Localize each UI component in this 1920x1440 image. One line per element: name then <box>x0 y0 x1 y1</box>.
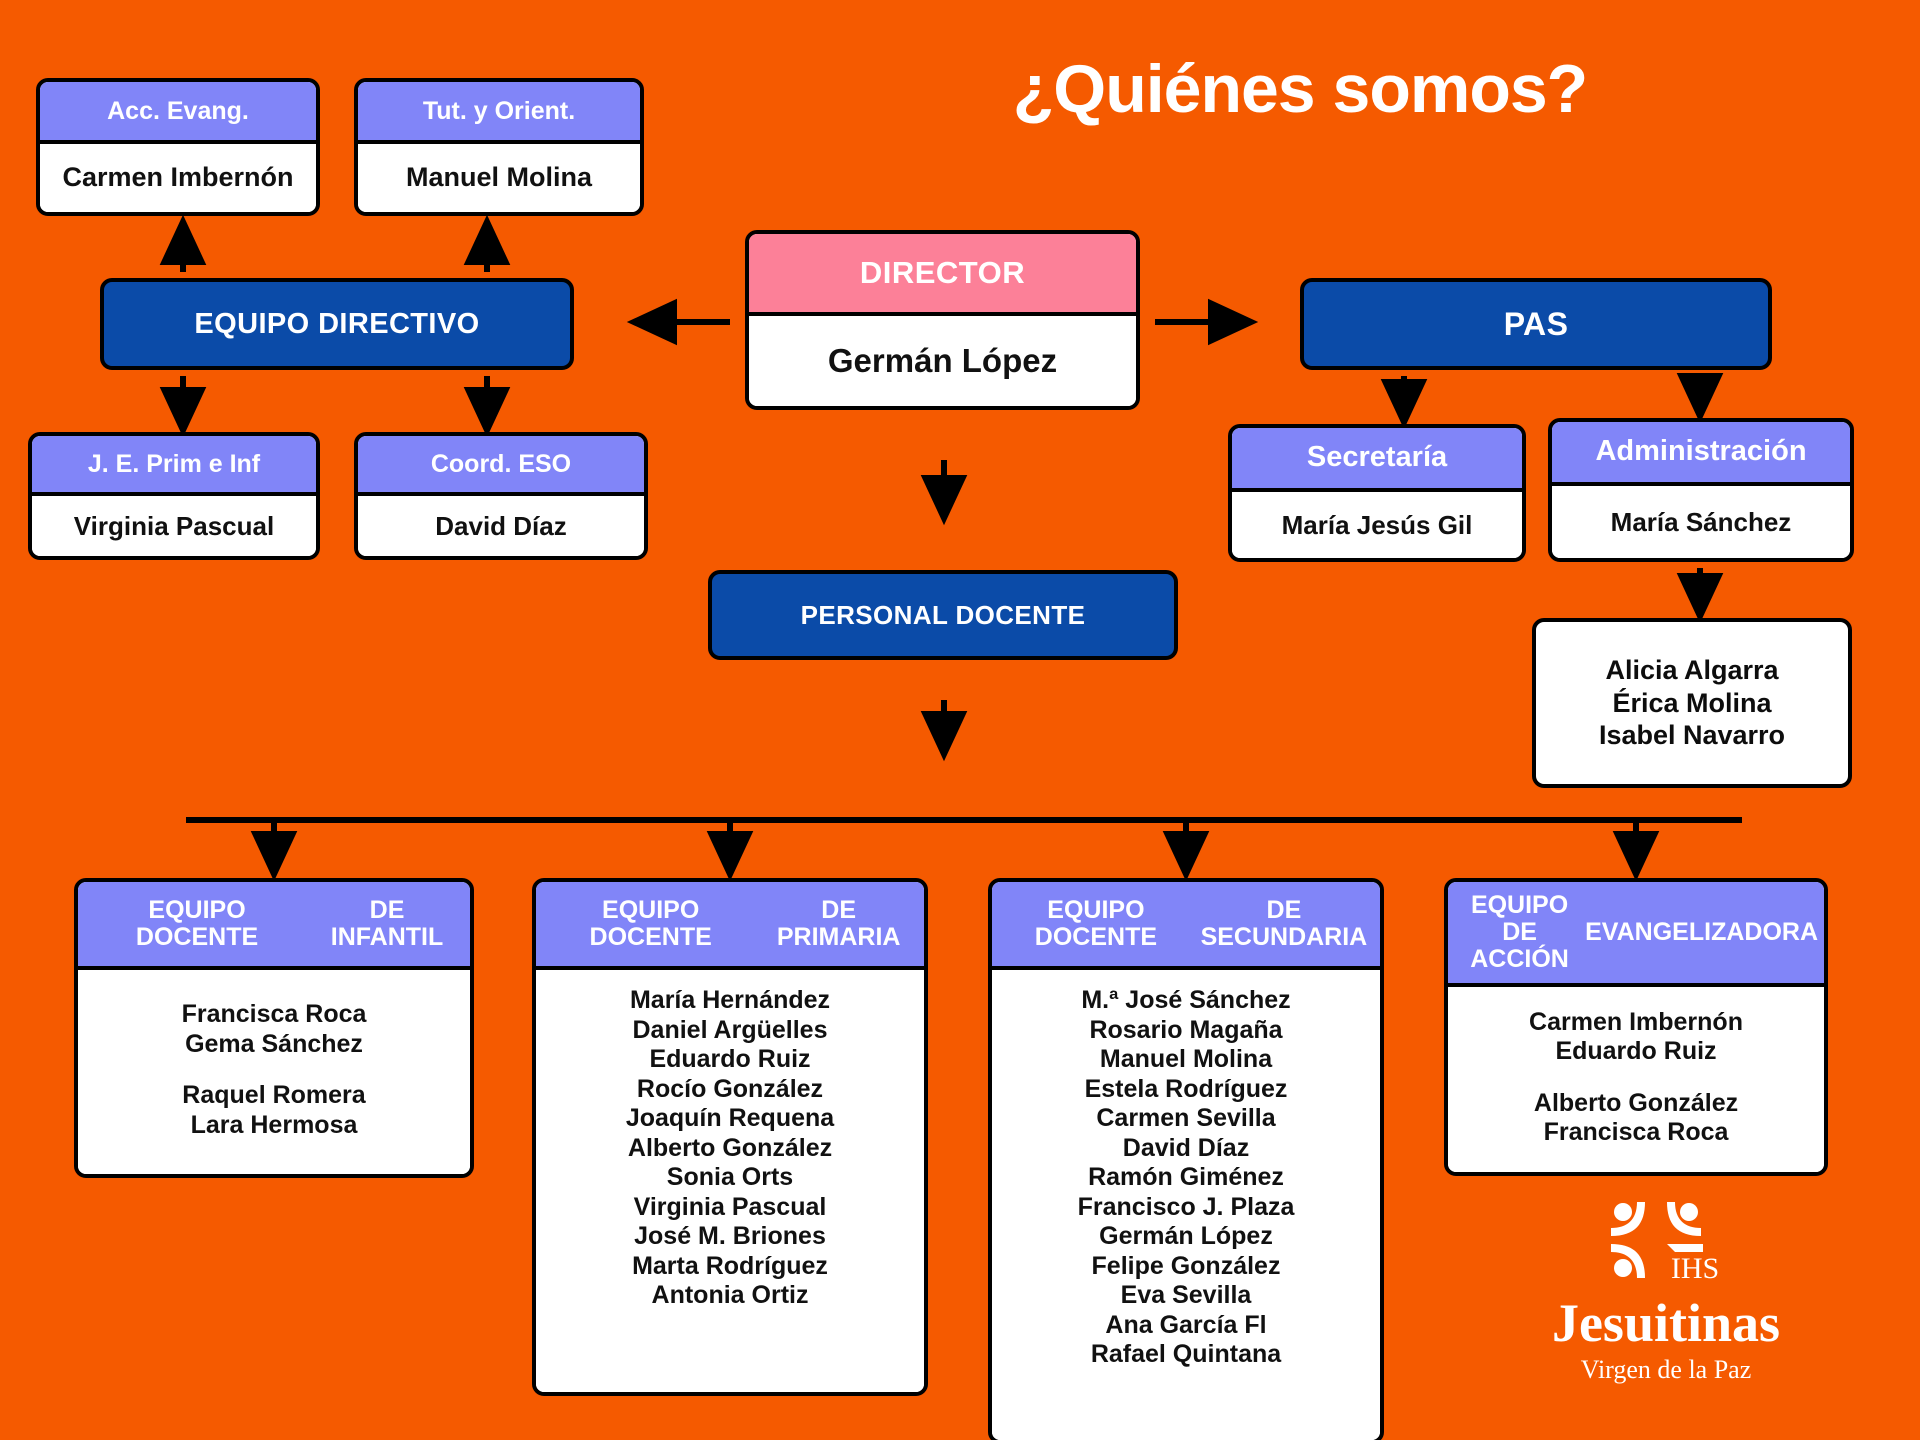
node-director-name: Germán López <box>749 316 1136 406</box>
team-infantil-header-line1: EQUIPO DOCENTE <box>135 896 259 951</box>
member-name: Manuel Molina <box>1099 1045 1273 1073</box>
node-secretaria[interactable]: Secretaría María Jesús Gil <box>1228 424 1526 562</box>
member-name: María Hernández <box>629 986 831 1014</box>
member-name: Eva Sevilla <box>1120 1281 1252 1309</box>
member-name: Francisca Roca <box>1543 1118 1729 1146</box>
member-name: Sonia Orts <box>666 1163 794 1191</box>
node-coord-eso-header: Coord. ESO <box>358 436 644 496</box>
member-name: Lara Hermosa <box>190 1110 358 1139</box>
node-director[interactable]: DIRECTOR Germán López <box>745 230 1140 410</box>
member-name: Rocío González <box>636 1074 824 1103</box>
member-name: Rafael Quintana <box>1090 1340 1282 1368</box>
team-infantil[interactable]: EQUIPO DOCENTE DE INFANTIL Francisca Roc… <box>74 878 474 1178</box>
team-accion-evangelizadora-header: EQUIPO DE ACCIÓN EVANGELIZADORA <box>1448 882 1824 987</box>
team-secundaria-header-line2: DE SECUNDARIA <box>1200 896 1368 951</box>
ihs-emblem-icon: IHS <box>1506 1198 1826 1294</box>
team-evang-header-line1: EQUIPO DE ACCIÓN <box>1470 891 1569 973</box>
member-name: Ramón Giménez <box>1088 1163 1284 1191</box>
member-name: M.ª José Sánchez <box>1081 986 1291 1014</box>
brand-wordmark: Jesuitinas <box>1551 1293 1781 1353</box>
node-je-prim-inf-header: J. E. Prim e Inf <box>32 436 316 496</box>
team-primaria-header: EQUIPO DOCENTE DE PRIMARIA <box>536 882 924 970</box>
list-item: Érica Molina <box>1612 687 1772 718</box>
page-title: ¿Quiénes somos? <box>1012 51 1588 127</box>
member-name: Marta Rodríguez <box>632 1251 828 1280</box>
brand-tagline: Virgen de la Paz <box>1580 1355 1752 1384</box>
node-secretaria-header: Secretaría <box>1232 428 1522 492</box>
member-name: José M. Briones <box>634 1222 826 1250</box>
member-name: Alberto González <box>627 1133 833 1162</box>
node-secretaria-name: María Jesús Gil <box>1232 492 1522 558</box>
team-secundaria-header-line1: EQUIPO DOCENTE <box>1034 896 1158 951</box>
team-primaria-header-line2: DE PRIMARIA <box>776 896 901 951</box>
team-secundaria-header: EQUIPO DOCENTE DE SECUNDARIA <box>992 882 1380 970</box>
node-administracion-header: Administración <box>1552 422 1850 486</box>
node-coord-eso-name: David Díaz <box>358 496 644 556</box>
member-name: Francisca Roca <box>181 1000 367 1028</box>
node-administracion[interactable]: Administración María Sánchez <box>1548 418 1854 562</box>
member-name: Carmen Sevilla <box>1096 1104 1276 1132</box>
member-name: Gema Sánchez <box>185 1029 363 1058</box>
node-je-prim-inf[interactable]: J. E. Prim e Inf Virginia Pascual <box>28 432 320 560</box>
jesuitinas-logo: IHS Jesuitinas Virgen de la Paz <box>1506 1198 1826 1426</box>
node-director-header: DIRECTOR <box>749 234 1136 316</box>
node-acc-evang[interactable]: Acc. Evang. Carmen Imbernón <box>36 78 320 216</box>
team-primaria-header-line1: EQUIPO DOCENTE <box>589 896 712 951</box>
member-name: Francisco J. Plaza <box>1077 1192 1295 1221</box>
team-evang-header-line2: EVANGELIZADORA <box>1585 918 1818 946</box>
member-name: Raquel Romera <box>182 1081 366 1109</box>
member-name: Germán López <box>1099 1222 1273 1250</box>
team-primaria[interactable]: EQUIPO DOCENTE DE PRIMARIA María Hernánd… <box>532 878 928 1396</box>
member-name: Virginia Pascual <box>633 1192 827 1221</box>
member-name: Felipe González <box>1091 1251 1281 1280</box>
node-equipo-directivo[interactable]: EQUIPO DIRECTIVO <box>100 278 574 370</box>
list-item: Isabel Navarro <box>1598 720 1786 751</box>
node-je-prim-inf-name: Virginia Pascual <box>32 496 316 556</box>
node-tut-orient[interactable]: Tut. y Orient. Manuel Molina <box>354 78 644 216</box>
node-tut-orient-header: Tut. y Orient. <box>358 82 640 144</box>
member-name: Eduardo Ruiz <box>649 1045 811 1073</box>
node-coord-eso[interactable]: Coord. ESO David Díaz <box>354 432 648 560</box>
member-name: Alberto González <box>1533 1088 1739 1117</box>
member-name: Estela Rodríguez <box>1084 1074 1288 1103</box>
member-name: Daniel Argüelles <box>632 1015 828 1044</box>
member-name: Antonia Ortiz <box>651 1281 809 1309</box>
ihs-monogram: IHS <box>1671 1252 1719 1285</box>
member-name: Rosario Magaña <box>1089 1015 1283 1044</box>
node-administracion-name: María Sánchez <box>1552 486 1850 558</box>
member-name: Eduardo Ruiz <box>1555 1037 1717 1065</box>
member-name: Carmen Imbernón <box>1529 1007 1743 1036</box>
node-personal-docente[interactable]: PERSONAL DOCENTE <box>708 570 1178 660</box>
member-name: David Díaz <box>1122 1133 1250 1162</box>
node-tut-orient-name: Manuel Molina <box>358 144 640 212</box>
node-pas[interactable]: PAS <box>1300 278 1772 370</box>
team-accion-evangelizadora[interactable]: EQUIPO DE ACCIÓN EVANGELIZADORA Carmen I… <box>1444 878 1828 1176</box>
team-secundaria[interactable]: EQUIPO DOCENTE DE SECUNDARIA M.ª José Sá… <box>988 878 1384 1440</box>
node-acc-evang-header: Acc. Evang. <box>40 82 316 144</box>
team-infantil-header: EQUIPO DOCENTE DE INFANTIL <box>78 882 470 970</box>
node-acc-evang-name: Carmen Imbernón <box>40 144 316 212</box>
list-item: Alicia Algarra <box>1605 654 1779 685</box>
member-name: Joaquín Requena <box>625 1104 835 1132</box>
member-name: Ana García Fl <box>1105 1310 1267 1339</box>
team-infantil-header-line2: DE INFANTIL <box>330 896 444 951</box>
